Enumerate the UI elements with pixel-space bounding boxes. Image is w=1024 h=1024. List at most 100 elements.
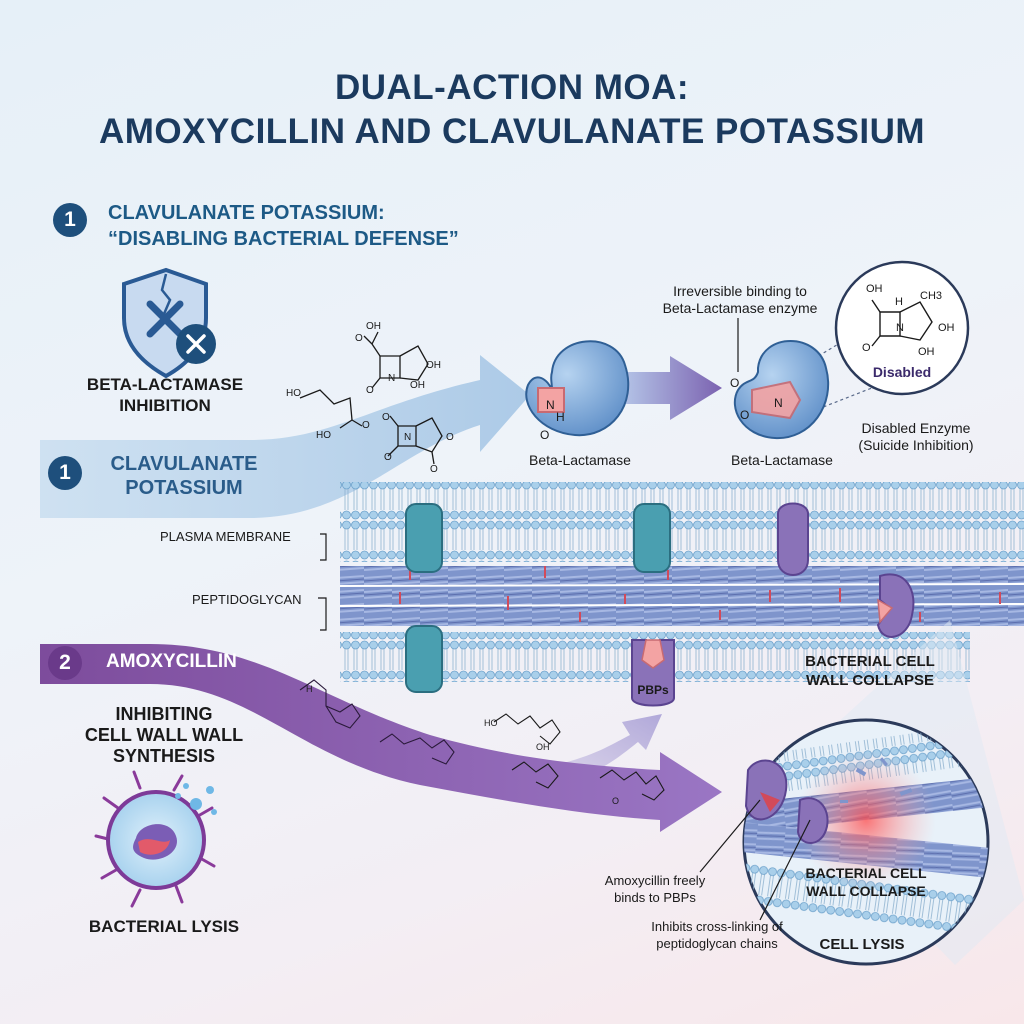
teal-protein-2 bbox=[633, 503, 671, 573]
enzyme-atom-o-left: O bbox=[540, 428, 550, 442]
chem-label-n-2: N bbox=[404, 432, 412, 443]
chem-label-ho-1: HO bbox=[286, 388, 301, 399]
disabled-chem-oh-3: OH bbox=[918, 346, 935, 358]
section1-title: CLAVULANATE POTASSIUM: “DISABLING BACTER… bbox=[108, 200, 459, 252]
enzyme-atom-o-right-1: O bbox=[730, 376, 740, 390]
beta-lactamase-label-left: Beta-Lactamase bbox=[529, 452, 631, 468]
page-title-line2: AMOXYCILLIN AND CLAVULANATE POTASSIUM bbox=[98, 112, 926, 151]
cell-lysis-label: CELL LYSIS bbox=[819, 936, 905, 953]
shield-label-line1: BETA-LACTAMASE bbox=[86, 375, 244, 394]
disabled-chem-n: N bbox=[896, 322, 904, 334]
clavulanate-arrow-label: CLAVULANATE POTASSIUM bbox=[104, 452, 264, 500]
bacterial-cell-icon bbox=[94, 770, 217, 908]
chem-structure-amox-5 bbox=[599, 769, 665, 801]
chem-structure-amox-3 bbox=[493, 713, 561, 745]
amox-chem-h: H bbox=[306, 684, 313, 694]
clav-arrow-line1: CLAVULANATE bbox=[110, 453, 258, 475]
bacterial-lysis-label: BACTERIAL LYSIS bbox=[88, 917, 240, 936]
binds-pbps-note: Amoxycillin freely binds to PBPs bbox=[580, 872, 730, 906]
disabled-molecule-circle bbox=[834, 260, 970, 396]
disabled-chem-o: O bbox=[862, 342, 871, 354]
enzyme-atom-o-right-2: O bbox=[740, 408, 750, 422]
chem-structure-amox-1 bbox=[299, 679, 361, 729]
subtitle-line3: SYNTHESIS bbox=[112, 746, 216, 766]
inhibits-note-line1: Inhibits cross-linking of bbox=[651, 919, 783, 934]
collapse-circle-line1: BACTERIAL CELL bbox=[805, 865, 927, 881]
section1-title-line1: CLAVULANATE POTASSIUM: bbox=[108, 202, 385, 224]
enzyme-atom-h-left: H bbox=[556, 410, 565, 424]
subtitle-line2: CELL WALL WALL bbox=[84, 725, 244, 745]
chem-label-o-2: O bbox=[366, 385, 374, 396]
binding-note-line1: Irreversible binding to bbox=[673, 283, 807, 299]
page-title-line1: DUAL-ACTION MOA: bbox=[334, 68, 690, 107]
disabled-badge: Disabled bbox=[872, 364, 932, 380]
lysis-zoom-circle bbox=[742, 718, 990, 966]
section1-title-line2: “DISABLING BACTERIAL DEFENSE” bbox=[108, 228, 459, 250]
enzyme-transition-arrow bbox=[618, 356, 722, 420]
amox-chem-ho: HO bbox=[484, 718, 498, 728]
plasma-membrane-label: PLASMA MEMBRANE bbox=[160, 529, 291, 544]
close-badge-icon bbox=[176, 324, 216, 364]
section2-number-badge: 2 bbox=[48, 646, 82, 680]
amox-chem-o: O bbox=[612, 796, 620, 806]
chem-label-o-6: O bbox=[384, 452, 392, 463]
disabled-note-line1: Disabled Enzyme bbox=[861, 420, 971, 436]
purple-protein-collapse bbox=[876, 573, 915, 638]
beta-lactamase-inhibition-label: BETA-LACTAMASE INHIBITION bbox=[70, 374, 260, 416]
chem-label-ho-2: HO bbox=[316, 430, 331, 441]
chem-label-n-1: N bbox=[388, 373, 396, 384]
amox-chem-oh: OH bbox=[536, 742, 550, 752]
binds-note-line1: Amoxycillin freely bbox=[604, 873, 706, 888]
amoxycillin-arrow-label: AMOXYCILLIN bbox=[106, 651, 237, 672]
chem-label-o-3: O bbox=[362, 420, 370, 431]
beta-lactamase-label-right: Beta-Lactamase bbox=[731, 452, 833, 468]
chem-structure-clav-3 bbox=[387, 415, 443, 465]
enzyme-atom-n-left: N bbox=[546, 398, 555, 412]
chem-structure-clav-2 bbox=[299, 389, 363, 429]
chem-label-oh-3: OH bbox=[410, 380, 425, 391]
section2-subtitle: INHIBITING CELL WALL WALL SYNTHESIS bbox=[64, 704, 264, 767]
collapse-label-circle: BACTERIAL CELL WALL COLLAPSE bbox=[796, 864, 936, 900]
shield-label-line2: INHIBITION bbox=[119, 396, 211, 415]
pbps-label: PBPs bbox=[637, 683, 669, 697]
collapse-circle-line2: WALL COLLAPSE bbox=[806, 883, 926, 899]
disabled-note-line2: (Suicide Inhibition) bbox=[858, 437, 974, 453]
irreversible-binding-note: Irreversible binding to Beta-Lactamase e… bbox=[640, 283, 840, 317]
teal-protein-1 bbox=[405, 503, 443, 573]
collapse-top-line1: BACTERIAL CELL bbox=[805, 653, 935, 670]
collapse-label-top: BACTERIAL CELL WALL COLLAPSE bbox=[790, 652, 950, 690]
disabled-chem-h: H bbox=[895, 296, 903, 308]
clavulanate-arrow bbox=[40, 355, 530, 518]
chem-structure-amox-4 bbox=[511, 761, 559, 789]
binds-note-line2: binds to PBPs bbox=[614, 890, 696, 905]
chem-structure-amox-2 bbox=[379, 733, 455, 765]
chem-label-oh-1: OH bbox=[366, 321, 381, 332]
peptidoglycan-label: PEPTIDOGLYCAN bbox=[192, 592, 302, 607]
chem-label-o-1: O bbox=[355, 333, 363, 344]
clav-arrow-line2: POTASSIUM bbox=[125, 477, 243, 499]
chem-label-o-7: O bbox=[430, 464, 438, 475]
purple-protein-top bbox=[777, 502, 809, 576]
chem-label-o-4: O bbox=[382, 412, 390, 423]
inhibits-note-line2: peptidoglycan chains bbox=[656, 936, 778, 951]
chem-label-o-5: O bbox=[446, 432, 454, 443]
subtitle-line1: INHIBITING bbox=[115, 704, 213, 724]
beta-lactamase-right bbox=[733, 340, 830, 440]
teal-protein-3 bbox=[405, 625, 443, 693]
disabled-chem-oh-1: OH bbox=[866, 283, 883, 295]
chem-structure-clav-1 bbox=[363, 331, 429, 389]
chem-label-oh-2: OH bbox=[426, 360, 441, 371]
collapse-top-line2: WALL COLLAPSE bbox=[805, 672, 935, 689]
pbps-protein bbox=[631, 639, 675, 707]
amoxycillin-arrow bbox=[40, 644, 722, 832]
page-title: DUAL-ACTION MOA: AMOXYCILLIN AND CLAVULA… bbox=[0, 66, 1024, 154]
disabled-chem-oh-2: OH bbox=[938, 322, 955, 334]
section1-number-badge: 1 bbox=[53, 203, 87, 237]
binding-note-line2: Beta-Lactamase enzyme bbox=[662, 300, 818, 316]
beta-lactamase-left bbox=[525, 340, 630, 437]
disabled-chem-ch3: CH3 bbox=[920, 290, 943, 302]
arrow1-number-badge: 1 bbox=[48, 456, 82, 490]
enzyme-atom-n-right: N bbox=[774, 396, 783, 410]
disabled-enzyme-note: Disabled Enzyme (Suicide Inhibition) bbox=[836, 420, 996, 454]
